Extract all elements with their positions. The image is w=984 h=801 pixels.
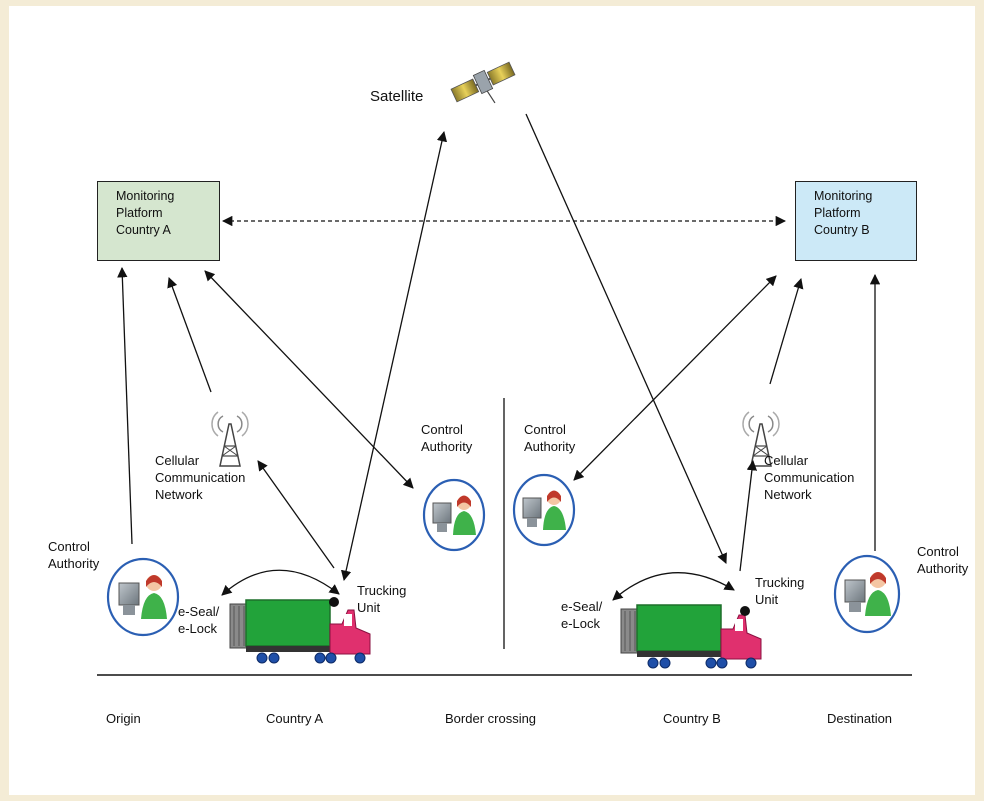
e-seal-label-b: e-Seal/ e-Lock — [561, 599, 603, 631]
trucking-unit-label-b: Trucking Unit — [755, 575, 805, 607]
officer-at-computer-icon — [422, 478, 486, 552]
satellite-label: Satellite — [370, 88, 424, 105]
officer-at-computer-icon — [512, 473, 576, 547]
tower-a-to-platform-a — [167, 277, 212, 393]
cellular-network-label-left: Cellular Communication Network — [155, 453, 246, 502]
officer-at-computer-icon — [106, 557, 180, 637]
truck-b-to-tower-b — [739, 459, 758, 572]
monitoring-platform-b: Monitoring Platform Country B — [795, 181, 917, 261]
diagram-drawing — [97, 61, 912, 676]
control-authority-origin-label: Control Authority — [48, 539, 100, 571]
officer-at-computer-icon — [833, 554, 901, 634]
stage-country-b: Country B — [663, 711, 721, 726]
stage-country-a: Country A — [266, 711, 324, 726]
trucking-unit-label-a: Trucking Unit — [357, 583, 407, 615]
border-authority-a-to-platform-a — [204, 270, 414, 489]
truck-icon — [620, 604, 762, 669]
satellite-icon — [450, 61, 516, 104]
e-seal-label-a: e-Seal/ e-Lock — [178, 604, 220, 636]
monitoring-platform-a: Monitoring Platform Country A — [97, 181, 220, 261]
trucking-unit-device — [329, 597, 339, 607]
stage-destination: Destination — [827, 711, 893, 726]
diagram-canvas: Satellite Monitoring Platform Country A … — [9, 6, 975, 795]
border-authority-b-to-platform-b — [573, 275, 777, 481]
stage-border-crossing: Border crossing — [445, 711, 537, 726]
control-authority-border-b-label: Control Authority — [524, 422, 576, 454]
seal-to-truck-b-link — [612, 572, 735, 601]
stage-origin: Origin — [106, 711, 141, 726]
control-authority-destination-label: Control Authority — [917, 544, 969, 576]
truck-a-to-tower-a — [257, 460, 335, 569]
trucking-unit-device — [740, 606, 750, 616]
seal-to-truck-a-link — [221, 569, 340, 596]
control-authority-border-a-label: Control Authority — [421, 422, 473, 454]
truck-icon — [229, 599, 371, 664]
tower-b-to-platform-b — [769, 278, 804, 385]
origin-authority-to-platform-a — [117, 266, 133, 545]
cellular-network-label-right: Cellular Communication Network — [764, 453, 855, 502]
